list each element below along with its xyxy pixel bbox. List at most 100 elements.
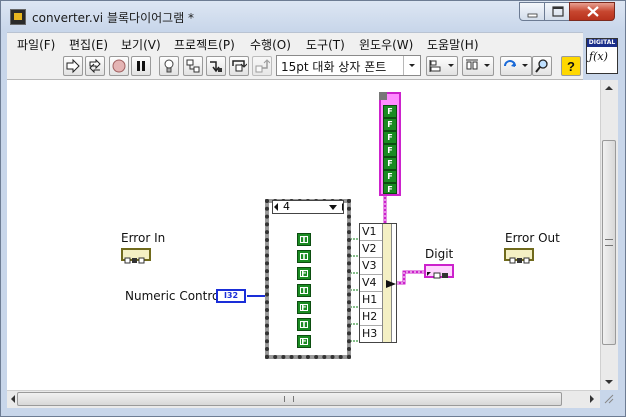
error-in-terminal[interactable]: [121, 248, 151, 264]
vi-connector-icon[interactable]: DIGITAL ƒ(x): [586, 38, 618, 74]
array-element-5[interactable]: F: [383, 157, 397, 170]
array-element-6[interactable]: F: [383, 170, 397, 183]
chevron-down-icon[interactable]: [403, 56, 420, 75]
error-out-terminal[interactable]: [504, 248, 534, 264]
menu-file[interactable]: 파일(F): [17, 38, 56, 52]
build-input-h1[interactable]: H1: [360, 292, 382, 309]
build-cluster-node[interactable]: V1 V2 V3 V4 H1 H2 H3: [359, 223, 397, 343]
search-icon: [535, 59, 548, 73]
array-element-3[interactable]: F: [383, 131, 397, 144]
run-continuously-button[interactable]: [85, 56, 105, 76]
menu-edit[interactable]: 편집(E): [69, 38, 109, 52]
build-input-h3[interactable]: H3: [362, 327, 378, 340]
bool-constant-4[interactable]: T: [297, 284, 311, 297]
window-title: converter.vi 블록다이어그램 *: [32, 11, 195, 25]
run-continuously-icon: [89, 58, 101, 74]
build-input-h2[interactable]: H2: [360, 309, 382, 326]
bool-constant-6[interactable]: T: [297, 318, 311, 331]
maximize-button[interactable]: [544, 2, 570, 21]
horizontal-scrollbar[interactable]: [7, 390, 600, 408]
error-cluster-out-icon: [509, 257, 530, 264]
retain-wire-icon: [186, 59, 200, 73]
lightbulb-icon: [164, 59, 174, 73]
block-diagram-canvas[interactable]: Error In Error Out Numeric Control I32 4…: [7, 80, 600, 390]
build-output-arrow-icon: [386, 280, 396, 288]
horizontal-grip-icon: [284, 396, 294, 402]
scroll-right-icon[interactable]: [586, 391, 598, 407]
vertical-scrollbar[interactable]: [600, 80, 618, 390]
scroll-up-icon[interactable]: [601, 82, 617, 94]
distribute-objects-icon: [466, 59, 490, 70]
reorder-icon: [504, 60, 528, 67]
menu-bar: 파일(F) 편집(E) 보기(V) 프로젝트(P) 수행(O) 도구(T) 윈도…: [7, 32, 583, 53]
build-input-v4[interactable]: V4: [360, 275, 382, 292]
menu-help[interactable]: 도움말(H): [427, 38, 479, 52]
build-input-v3[interactable]: V3: [360, 258, 382, 275]
array-element-1[interactable]: F: [383, 105, 397, 118]
scroll-down-icon[interactable]: [601, 376, 617, 388]
align-objects-icon: [429, 60, 454, 72]
array-element-4[interactable]: F: [383, 144, 397, 157]
run-arrow-icon: [66, 58, 80, 74]
array-element-2[interactable]: F: [383, 118, 397, 131]
error-in-label: Error In: [121, 231, 166, 245]
build-input-v2[interactable]: V2: [360, 241, 382, 258]
minimize-icon: [527, 13, 538, 18]
highlight-execution-button[interactable]: [159, 56, 179, 76]
resize-grip-icon[interactable]: [604, 394, 614, 404]
vertical-scroll-thumb[interactable]: [602, 140, 616, 345]
help-question-icon: ?: [567, 59, 575, 74]
step-over-button[interactable]: [229, 56, 249, 76]
retain-wire-values-button[interactable]: [183, 56, 203, 76]
horizontal-scroll-thumb[interactable]: [17, 392, 562, 406]
distribute-objects-button[interactable]: [462, 56, 494, 76]
bool-constant-7[interactable]: F: [297, 335, 311, 348]
scroll-left-icon[interactable]: [7, 391, 19, 407]
pause-icon: [137, 61, 145, 71]
bool-constant-2[interactable]: T: [297, 250, 311, 263]
step-into-icon: [210, 61, 222, 73]
reorder-button[interactable]: [500, 56, 532, 76]
step-out-button[interactable]: [252, 56, 272, 76]
font-select-value: 15pt 대화 상자 폰트: [281, 60, 387, 74]
array-element-7[interactable]: F: [383, 183, 397, 194]
search-button[interactable]: [532, 56, 552, 76]
menu-tools[interactable]: 도구(T): [306, 38, 345, 52]
run-button[interactable]: [63, 56, 83, 76]
array-index-display[interactable]: [379, 92, 387, 100]
case-selector[interactable]: 4: [272, 200, 344, 214]
step-out-icon: [255, 59, 270, 73]
menu-project[interactable]: 프로젝트(P): [174, 38, 235, 52]
bool-constant-5[interactable]: F: [297, 301, 311, 314]
numeric-control-terminal[interactable]: I32: [216, 289, 246, 303]
context-help-button[interactable]: ?: [561, 56, 581, 76]
numeric-control-label: Numeric Control: [125, 289, 223, 303]
menu-window[interactable]: 윈도우(W): [359, 38, 414, 52]
toolbar: 15pt 대화 상자 폰트 ?: [7, 53, 583, 80]
labview-app-icon[interactable]: [10, 9, 26, 25]
step-over-icon: [232, 60, 247, 72]
bool-constant-3[interactable]: F: [297, 267, 311, 280]
build-input-v1[interactable]: V1: [360, 224, 382, 241]
font-select[interactable]: 15pt 대화 상자 폰트: [276, 55, 421, 76]
menu-operate[interactable]: 수행(O): [250, 38, 291, 52]
maximize-icon: [552, 6, 564, 17]
close-icon: [587, 6, 599, 17]
case-selector-arrows: [274, 203, 343, 211]
align-objects-button[interactable]: [426, 56, 458, 76]
close-button[interactable]: [569, 2, 615, 21]
bool-constant-1[interactable]: T: [297, 233, 311, 246]
step-into-button[interactable]: [206, 56, 226, 76]
menu-view[interactable]: 보기(V): [121, 38, 161, 52]
pause-button[interactable]: [131, 56, 151, 76]
digit-indicator-icon: [427, 272, 448, 279]
svg-text:?: ?: [567, 59, 575, 74]
digit-indicator[interactable]: [424, 264, 454, 279]
vi-icon-header: DIGITAL: [587, 39, 617, 47]
error-cluster-icon: [124, 257, 145, 264]
vertical-grip-icon: [605, 239, 613, 246]
minimize-button[interactable]: [519, 2, 545, 21]
stop-icon: [112, 59, 126, 73]
abort-button[interactable]: [109, 56, 129, 76]
